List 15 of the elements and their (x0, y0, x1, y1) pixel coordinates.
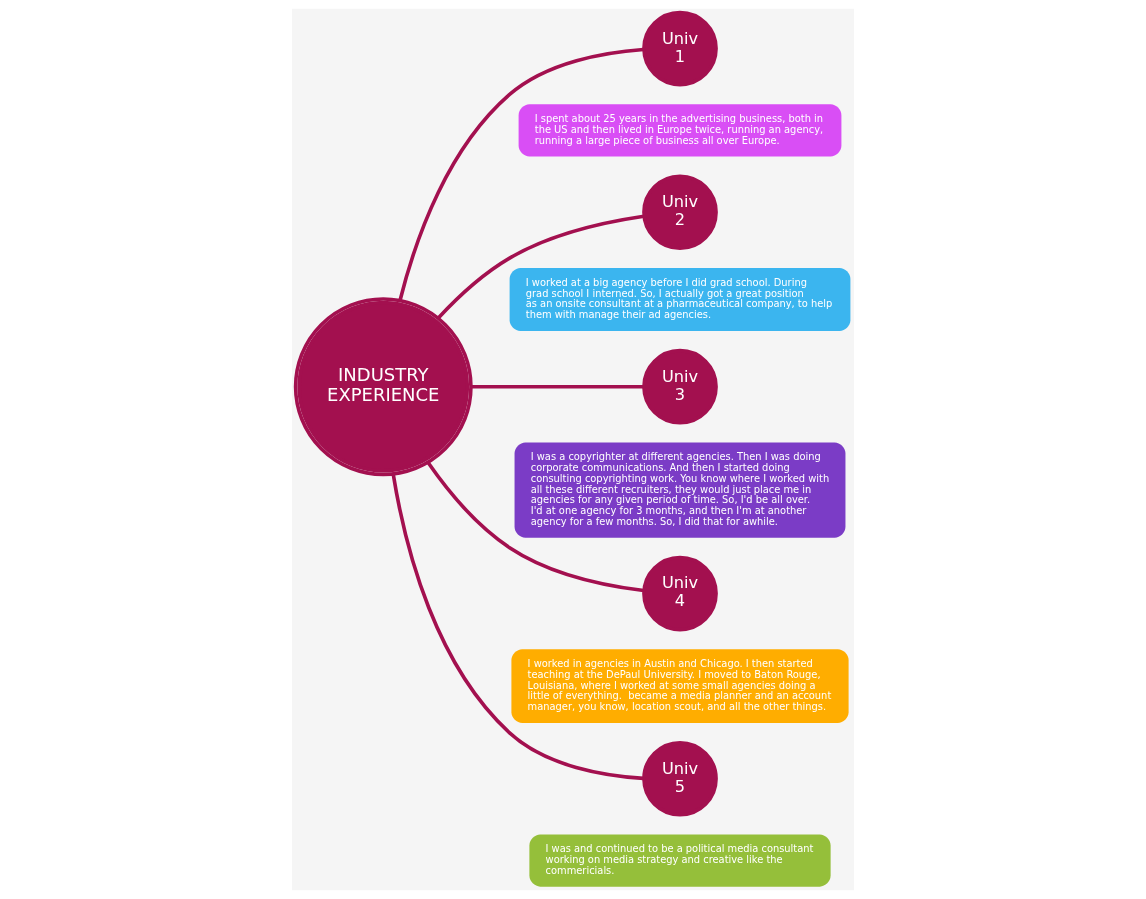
node-box: I worked at a big agency before I did grad school. During grad school I interned. So, I actually got a great position as an onsite consultant at a pharmaceutical company, to help them with manage their ad agencies. (509, 268, 851, 331)
connector (391, 473, 644, 781)
node-circle: Univ 2 (642, 174, 718, 251)
node-circle: Univ 1 (642, 10, 718, 87)
node-box: I worked in agencies in Austin and Chicago. I then started teaching at the DePaul University. I moved to Baton Rouge, Louisiana, where I worked at some small agencies doing a little of everything. became a media planner and an account manager, you know, location scout, and all the other things. (511, 649, 849, 723)
node-circle: Univ 3 (642, 348, 718, 425)
node-circle: Univ 4 (642, 555, 718, 632)
node-box: I was and continued to be a political media consultant working on media strategy and creative like the commericials. (529, 834, 831, 887)
connector (471, 384, 644, 389)
connector (398, 47, 644, 301)
connector (436, 214, 645, 320)
node-box: I was a copyrighter at different agencies. Then I was doing corporate communications. And then I started doing consulting copyrighting work. You know where I worked with all these different recruiters, they would just place me in agencies for any given period of time. So, I'd be all over. I'd at one agency for 3 months, and then I'm at another agency for a few months. So, I did that for awhile. (514, 442, 846, 538)
node-circle: Univ 5 (642, 740, 718, 817)
connector (426, 461, 644, 593)
node-box: I spent about 25 years in the advertising business, both in the US and then lived in Europe twice, running an agency, running a large piece of business all over Europe. (518, 104, 842, 157)
